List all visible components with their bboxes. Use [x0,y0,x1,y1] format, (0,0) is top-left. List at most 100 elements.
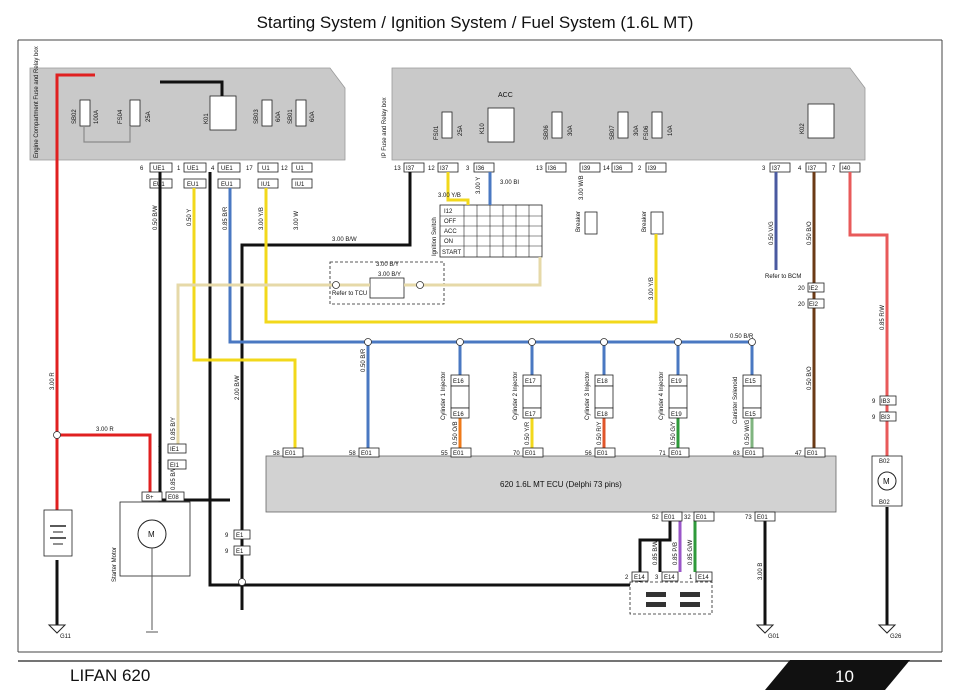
pin-7a: 7 [832,166,836,172]
wire-label-20: 0.50 O/B [453,421,459,445]
wire-label-23: 0.50 G/Y [671,421,677,445]
fuse-sb02 [79,99,91,127]
fuse-sb03 [261,99,273,127]
wire-black-ground [208,172,672,587]
starter-motor-m: M [148,530,155,539]
canister-label: Canister Solenoid [733,377,739,424]
conn-eu1-c-label: EU1 [221,182,233,188]
footer-page-number: 10 [835,667,854,686]
wire-label-33: 3.00 B/Y [378,272,401,278]
fuse-fs04 [129,99,141,127]
wire-label-10: 3.00 W/B [579,175,585,200]
ground-g26-icon [877,624,897,634]
conn-iu1-b [291,178,313,189]
conn-u1-b [291,162,313,173]
engine-fuse-box-panel [29,67,346,161]
conn-i37-c-label: I37 [772,166,781,172]
ecu-pin-56-label: E01 [597,451,608,457]
injector-4 [668,385,688,409]
ecu-pin-52-num: 52 [652,515,659,521]
ecu-pin-70 [522,447,544,458]
battery [43,509,73,557]
wire-label-1: 0.50 B/W [153,205,159,230]
conn-e16-bottom [450,407,470,419]
ecu-pin-73 [754,511,776,522]
ecu-pin-73-label: E01 [757,515,768,521]
injector-1-label: Cylinder 1 Injector [441,372,447,420]
conn-i12-label: I12 [444,209,453,215]
pin-2b: 2 [625,575,629,581]
relay-k10-label: K10 [480,123,486,134]
conn-u1-a [257,162,279,173]
conn-b02-top-label: B02 [879,459,890,465]
conn-i36-c-label: I36 [614,166,623,172]
relay-k01-label: K01 [204,113,210,124]
ecu-pin-56 [594,447,616,458]
conn-bi3-label: BI3 [881,415,891,421]
junction-blue-5 [674,338,682,346]
junction-red [53,431,61,439]
wire-label-3: 0.85 B/R [223,206,229,230]
fuel-pump-motor-icon [877,471,897,491]
wire-label-5: 3.00 W [294,211,300,230]
wire-label-11: 3.00 B/Y [376,262,399,268]
fuse-sb07 [617,111,629,139]
wire-red-battery [55,73,95,510]
conn-bplus [141,491,163,502]
wire-label-4: 3.00 Y/B [259,207,265,230]
wire-label-26: 0.85 B/W [653,540,659,565]
conn-ie1 [167,443,187,454]
conn-e16-bottom-label: E16 [453,412,464,418]
pin-9d: 9 [225,549,229,555]
conn-i37-d-label: I37 [808,166,817,172]
conn-e14-c [695,571,713,582]
wire-grey-fuse [83,126,131,143]
wire-label-22: 0.50 R/Y [597,422,603,445]
wire-yellow-2 [264,188,658,324]
conn-i39-a [579,162,601,173]
conn-ib3-label: IB3 [881,399,891,405]
conn-e1-a-label: E1 [236,533,244,539]
conn-ei2-label: EI2 [809,302,819,308]
pin-3c: 3 [655,575,659,581]
conn-iu1-a-label: IU1 [261,182,271,188]
fuse-fs01-amp: 25A [458,125,464,136]
wire-label-8: 3.00 Y [476,177,482,194]
conn-e14-b [661,571,679,582]
junction-blue-4 [600,338,608,346]
conn-ue1-c-label: UE1 [221,166,233,172]
relay-k01 [209,95,237,131]
fuse-fs04-label: FS04 [118,109,124,124]
ecu-pin-71 [668,447,690,458]
conn-e15-bottom-label: E15 [745,412,756,418]
conn-e18-top-label: E18 [597,379,608,385]
injector-4-label: Cylinder 4 Injector [659,372,665,420]
conn-i36-b [545,162,567,173]
wire-redwhite-pump [848,172,889,456]
wire-label-17: 0.50 B/R [730,334,754,340]
fuse-sb07-amp: 30A [634,125,640,136]
ip-fuse-box-label: IP Fuse and Relay box [382,97,388,158]
ecu-pin-58a-label: E01 [285,451,296,457]
refer-bcm-label: Refer to BCM [765,274,801,280]
injector-1 [450,385,470,409]
switch-off-label: OFF [444,219,456,225]
wire-label-14: 0.85 R/W [880,305,886,330]
fuse-sb07-label: SB07 [610,125,616,140]
breaker-1-label: Breaker [576,211,582,232]
wire-label-21: 0.50 Y/R [525,421,531,445]
wire-cream-2 [404,257,542,287]
conn-e19-bottom-label: E19 [671,412,682,418]
pin-12a: 12 [281,166,288,172]
ecu-pin-56-num: 56 [585,451,592,457]
wire-label-2: 0.50 Y [187,209,193,226]
ground-g11-label: G11 [60,634,72,640]
ecu-pin-47-num: 47 [795,451,802,457]
fuse-sb06-label: SB06 [544,125,550,140]
ecu-pin-47-label: E01 [807,451,818,457]
junction-blue-2 [456,338,464,346]
conn-e17-top-label: E17 [525,379,536,385]
ecu-pin-58b-num: 58 [349,451,356,457]
ground-g01-label: G01 [768,634,780,640]
coil-1 [646,592,666,597]
